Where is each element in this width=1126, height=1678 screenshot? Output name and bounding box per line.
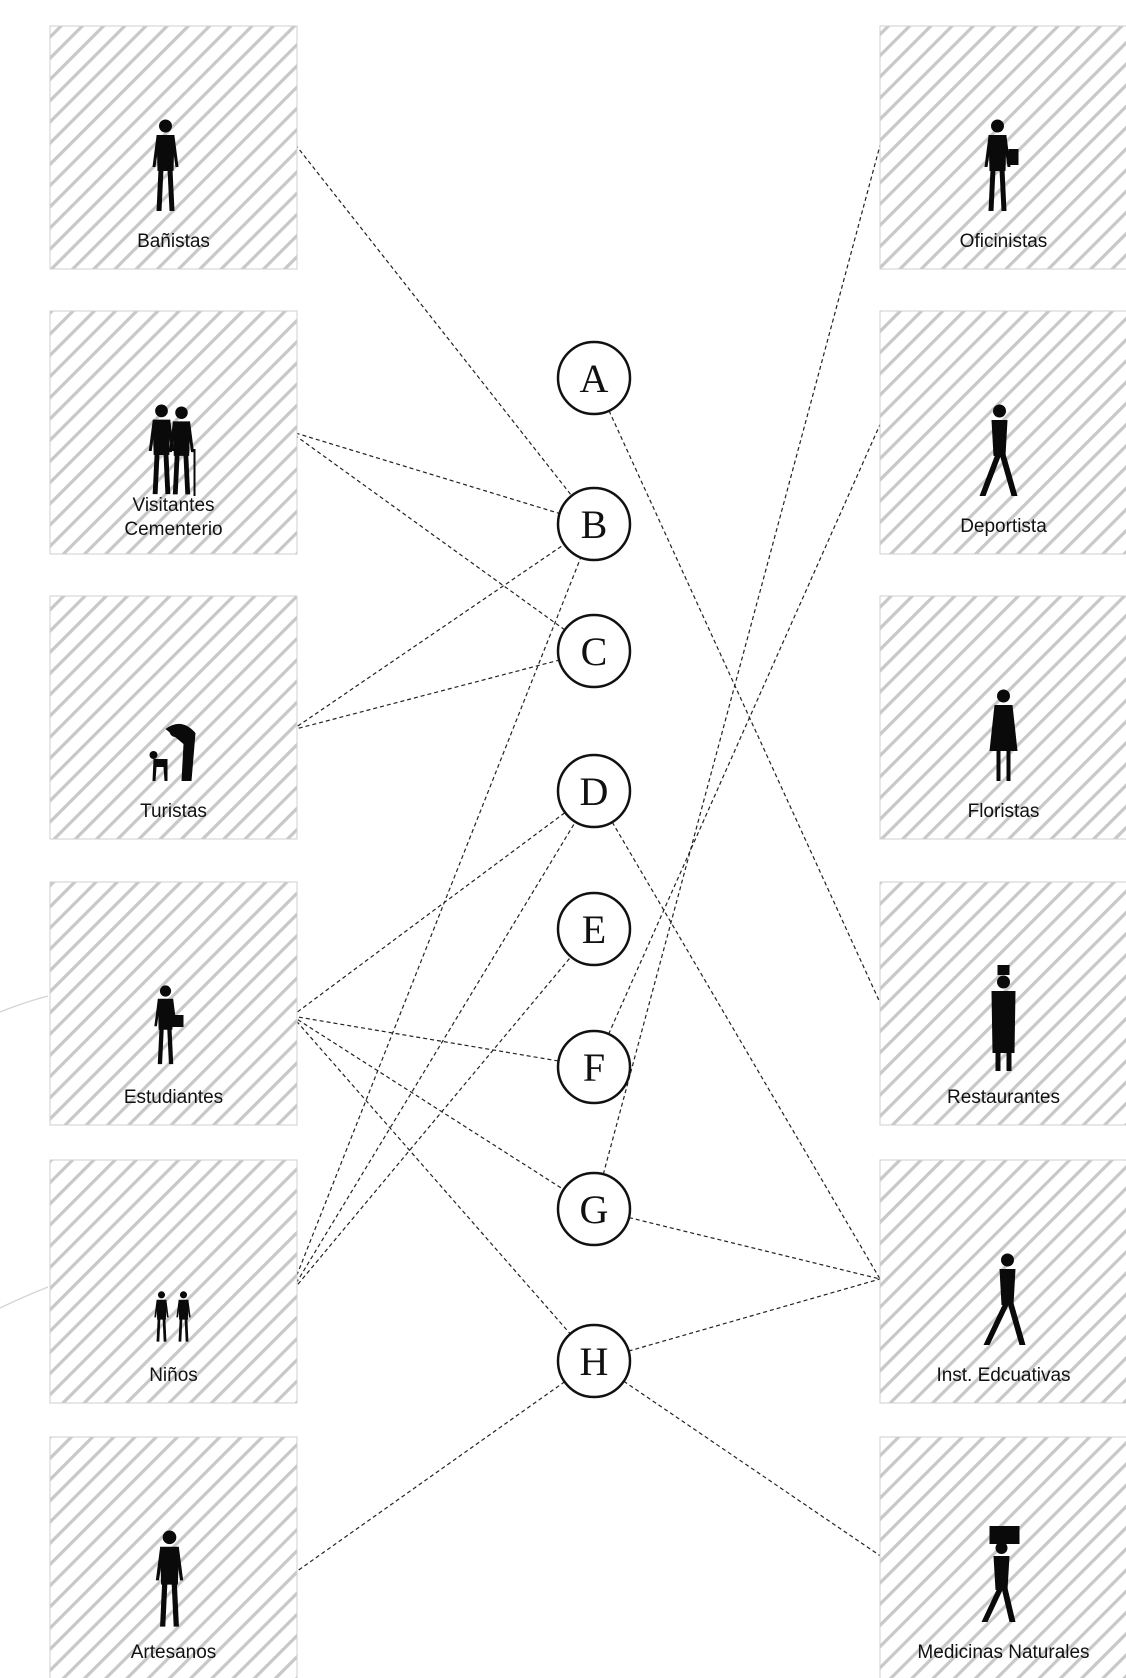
connection-lines [288,137,883,1575]
hatched-panel [49,1159,298,1404]
actor-card-artesanos: Artesanos [49,1436,298,1678]
actor-card-banistas: Bañistas [49,25,298,270]
chef-silhouette [991,965,1016,1071]
actor-label: Oficinistas [960,231,1048,252]
actor-label: Floristas [968,801,1040,822]
connection-line-estudiantes-G [291,1015,565,1191]
actor-card-medicinas: Medicinas Naturales [879,1436,1126,1678]
connection-line-estudiantes-D [291,812,566,1017]
node-circle [556,486,632,562]
couple-with-cane-silhouette [148,404,196,496]
standing-man-silhouette [155,1530,184,1627]
connection-line-G-oficinistas [602,137,883,1175]
student-with-bag-silhouette [154,985,184,1065]
connection-line-H-inst_educativas [628,1278,881,1352]
actor-card-estudiantes: Estudiantes [49,881,298,1126]
connection-line-turistas-B [291,543,565,731]
person-carrying-load-silhouette [981,1526,1020,1622]
connection-line-F-deportista [608,419,883,1035]
actor-label: Medicinas Naturales [917,1642,1089,1663]
actor-label: Restaurantes [947,1087,1060,1108]
connection-line-ninos-E [288,956,572,1296]
node-circle [556,340,632,416]
walking-man-silhouette [983,1253,1026,1345]
connection-line-H-medicinas [623,1380,883,1558]
actor-card-floristas: Floristas [879,595,1126,840]
node-b: B [556,486,632,562]
walking-woman-silhouette [979,404,1018,496]
actor-boxes: BañistasVisitantesCementerioTuristasEstu… [49,25,1126,1678]
node-e: E [556,891,632,967]
node-circle [556,753,632,829]
two-children-silhouette [154,1291,191,1342]
node-letter: H [580,1339,609,1384]
node-circle [556,1171,632,1247]
connection-line-visitantes-C [288,430,566,631]
node-c: C [556,613,632,689]
hatched-panel [49,595,298,840]
standing-woman-silhouette [152,119,179,211]
actor-label: Visitantes [132,495,214,516]
person-bending-with-dog-silhouette [149,723,196,781]
letter-nodes: A B C D E F G H [556,340,632,1399]
connection-line-D-inst_educativas [611,821,881,1280]
woman-with-handbag-silhouette [984,119,1019,211]
node-circle [556,613,632,689]
node-letter: G [580,1187,609,1232]
actor-card-restaurantes: Restaurantes [879,881,1126,1126]
actor-label: Artesanos [131,1642,217,1663]
actor-card-ninos: Niños [49,1159,298,1404]
actor-label: Bañistas [137,231,210,252]
actor-label: Turistas [140,801,207,822]
connection-line-G-inst_educativas [628,1217,881,1280]
connection-line-banistas-B [290,138,573,497]
connection-line-ninos-D [288,821,576,1296]
node-a: A [556,340,632,416]
node-f: F [556,1029,632,1105]
connection-line-turistas-C [291,659,560,731]
node-g: G [556,1171,632,1247]
actor-card-oficinistas: Oficinistas [879,25,1126,270]
node-letter: B [581,502,608,547]
node-h: H [556,1323,632,1399]
decorative-arc [0,995,49,1013]
node-letter: A [580,356,609,401]
connection-line-artesanos-H [292,1381,565,1575]
node-circle [556,1323,632,1399]
connection-line-visitantes-B [288,430,560,515]
actor-label: Deportista [960,516,1047,537]
actor-label: Estudiantes [124,1087,223,1108]
node-circle [556,1029,632,1105]
woman-in-dress-silhouette [989,689,1018,781]
node-letter: F [583,1045,605,1090]
connection-line-estudiantes-F [291,1015,559,1062]
actor-card-deportista: Deportista [879,310,1126,555]
connection-line-estudiantes-H [291,1015,571,1335]
actor-card-inst_educativas: Inst. Edcuativas [879,1159,1126,1404]
node-letter: D [580,769,609,814]
node-letter: E [582,907,606,952]
actor-label: Inst. Edcuativas [936,1365,1070,1386]
actor-label: Cementerio [124,519,222,540]
node-letter: C [581,629,608,674]
actor-label: Niños [149,1365,198,1386]
actor-card-turistas: Turistas [49,595,298,840]
decorative-arc [0,1286,49,1309]
node-circle [556,891,632,967]
connection-line-ninos-B [288,557,582,1296]
connection-line-A-restaurantes [608,410,883,1008]
node-d: D [556,753,632,829]
